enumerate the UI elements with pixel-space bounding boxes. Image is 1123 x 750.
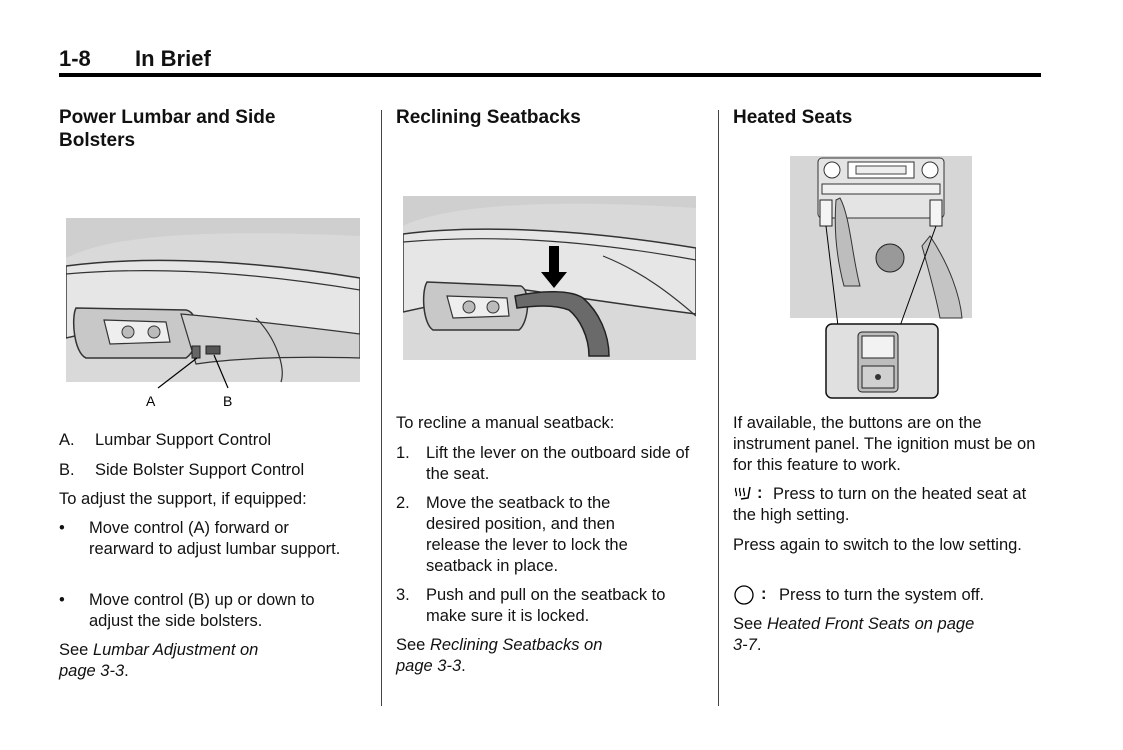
step-text-2: Move the seatback to the desired positio… [426, 494, 628, 575]
lumbar-intro: To adjust the support, if equipped: [59, 490, 307, 508]
section-heading-lumbar: Power Lumbar and Side Bolsters [59, 107, 276, 151]
reclining-intro: To recline a manual seatback: [396, 414, 615, 432]
see-reference-link[interactable]: Heated Front Seats on page 3-7 [733, 615, 975, 654]
reclining-seat-illustration [403, 196, 696, 360]
bullet-dot: • [59, 591, 65, 609]
heated-para-1: If available, the buttons are on the ins… [733, 414, 1036, 474]
heat-colon: : [757, 484, 763, 502]
bullet-text-2: Move control (B) up or down to adjust th… [89, 591, 315, 630]
column-lumbar: Power Lumbar and Side Bolsters [59, 106, 304, 152]
see-label: See [396, 636, 430, 654]
figure-label-b: B [223, 393, 232, 409]
page-title: In Brief [135, 46, 211, 71]
step-text-1: Lift the lever on the outboard side of t… [426, 444, 690, 483]
heated-off-row: Press to turn the system off. : [733, 585, 1038, 606]
bullet-dot: • [59, 519, 65, 537]
section-heading-heated: Heated Seats [733, 107, 853, 128]
step-number-3: 3. [396, 586, 410, 604]
step-number-1: 1. [396, 444, 410, 462]
step-number-2: 2. [396, 494, 410, 512]
lumbar-item-a: A. Lumbar Support Control [59, 430, 359, 451]
see-label: See [59, 641, 93, 659]
item-text-b: Side Bolster Support Control [95, 461, 305, 479]
header-rule [59, 73, 1041, 77]
lumbar-item-b: B. Side Bolster Support Control [59, 460, 359, 481]
bullet-text-1: Move control (A) forward or rearward to … [89, 519, 341, 558]
off-description: Press to turn the system off. [779, 586, 985, 604]
see-end: . [756, 636, 762, 654]
heated-para-2: Press again to switch to the low setting… [733, 536, 1022, 554]
heat-description: Press to turn on the heated seat at the … [733, 485, 1027, 524]
column-divider-1 [381, 110, 382, 706]
item-label-a: A. [59, 431, 75, 449]
see-reference-link[interactable]: Lumbar Adjustment on page 3-3 [59, 641, 259, 680]
off-colon: : [761, 585, 767, 603]
heated-seat-controls-illustration [790, 156, 972, 399]
column-divider-2 [718, 110, 719, 706]
see-end: . [124, 662, 129, 680]
item-label-b: B. [59, 461, 75, 479]
see-end: . [461, 657, 466, 675]
heated-high-row: Press to turn on the heated seat at the … [733, 484, 1038, 526]
column-reclining: Reclining Seatbacks [396, 106, 696, 129]
heated-seat-icon [734, 486, 751, 500]
circle-off-icon [734, 585, 754, 605]
page-number: 1-8 [59, 46, 91, 71]
see-reference-link[interactable]: Reclining Seatbacks on page 3-3 [396, 636, 603, 675]
page-header: 1-8 In Brief [59, 44, 1041, 78]
see-label: See [733, 615, 767, 633]
section-heading-reclining: Reclining Seatbacks [396, 107, 581, 128]
figure-label-a: A [146, 393, 156, 409]
item-text-a: Lumbar Support Control [95, 431, 272, 449]
column-heated: Heated Seats [733, 106, 1033, 129]
reclining-see-also: See Reclining Seatbacks on page 3-3. [396, 635, 641, 677]
step-text-3: Push and pull on the seatback to make su… [426, 586, 666, 625]
lumbar-seat-illustration: A B [66, 218, 360, 409]
lumbar-see-also: See Lumbar Adjustment on page 3-3. [59, 640, 299, 682]
heated-see-also: See Heated Front Seats on page 3-7. [733, 614, 978, 656]
